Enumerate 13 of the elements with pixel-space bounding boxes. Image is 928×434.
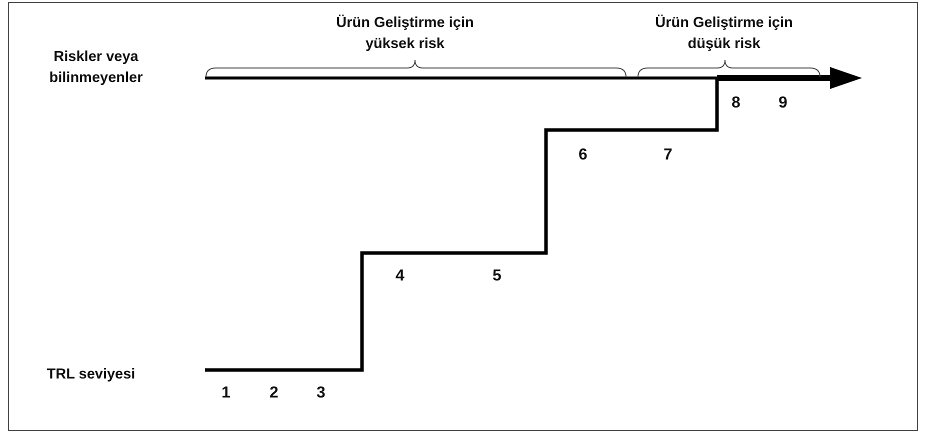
annotation-text: Riskler veya bilinmeyenler — [48, 48, 144, 88]
annotation-text: TRL seviyesi — [46, 366, 136, 384]
level-number: 3 — [316, 383, 326, 404]
level-number: 1 — [220, 383, 232, 404]
level-number: 4 — [394, 266, 406, 286]
level-number: 5 — [492, 266, 502, 286]
level-number: 9 — [778, 93, 788, 114]
level-number: 7 — [662, 145, 674, 166]
annotation-text: Ürün Geliştirme için yüksek risk — [335, 14, 475, 54]
annotation-text: Ürün Geliştirme için düşük risk — [654, 14, 794, 54]
level-number: 2 — [268, 383, 280, 404]
level-number: 8 — [730, 93, 742, 114]
level-number: 6 — [578, 145, 588, 166]
